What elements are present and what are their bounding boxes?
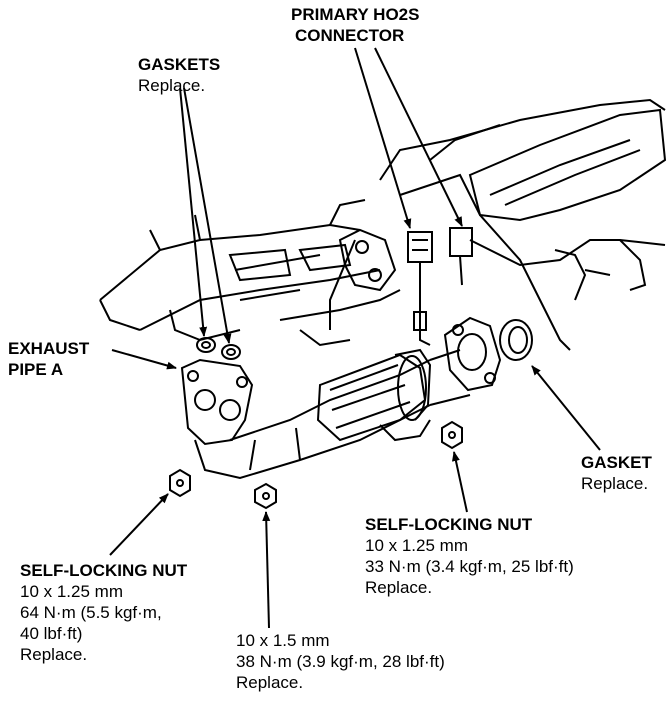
exhaust-pipe-a-label: EXHAUST PIPE A [8,339,90,379]
primary-ho2s-connector-label: PRIMARY HO2S CONNECTOR [291,5,420,45]
nut-bottom-label: 10 x 1.5 mm 38 N·m (3.9 kgf·m, 28 lbf·ft… [236,631,445,692]
engine-background [99,98,667,351]
self-locking-nut-right-label: SELF-LOCKING NUT 10 x 1.25 mm 33 N·m (3.… [365,515,574,597]
gaskets-label: GASKETS Replace. [138,55,221,95]
exhaust-pipe-a [180,300,502,480]
gaskets-top [196,337,241,360]
leader-arrows [109,47,601,629]
self-locking-nuts [169,420,463,510]
gasket-right [499,319,533,361]
gasket-right-label: GASKET Replace. [581,453,652,493]
ho2s-connector [407,227,473,300]
self-locking-nut-left-label: SELF-LOCKING NUT 10 x 1.25 mm 64 N·m (5.… [20,561,188,664]
